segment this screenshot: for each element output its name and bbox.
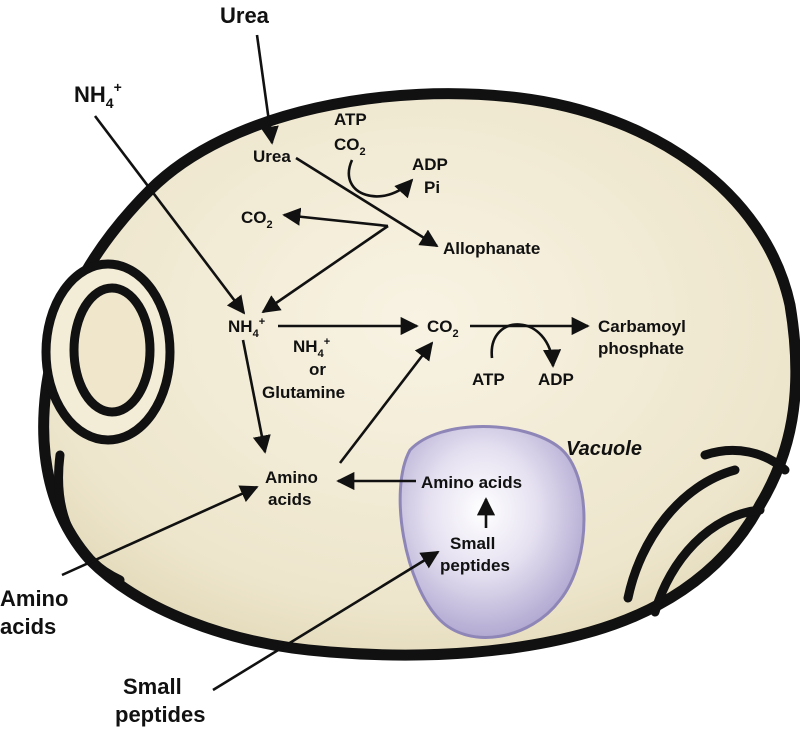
arrow-amino-acids-uptake [61, 485, 259, 577]
amino-acids-external-label: Amino acids [0, 586, 75, 639]
bud-scar-left [41, 259, 175, 585]
vacuole-label: Vacuole [566, 438, 642, 460]
or-label: or [309, 360, 326, 379]
arrow-amino-acids-to-co2 [338, 341, 434, 464]
urea-external-label: Urea [220, 3, 270, 28]
co2-center-label: CO2 [427, 317, 459, 340]
adp-bottom-label: ADP [538, 370, 574, 389]
arrow-nh4-uptake [93, 115, 246, 315]
vacuole [398, 425, 586, 639]
cell-body [38, 88, 800, 661]
nh4-internal-label: NH4+ [228, 316, 265, 340]
vacuole-small-peptides-label: Small peptides [440, 534, 510, 575]
arrow-nh4-to-amino-acids [241, 339, 271, 454]
co2-top-label: CO2 [334, 135, 366, 158]
allophanate-label: Allophanate [443, 239, 540, 258]
amino-acids-internal-label: Amino acids [265, 468, 323, 509]
carbamoyl-phosphate-label: Carbamoyl phosphate [598, 317, 691, 358]
arrow-urea-to-allophanate [295, 156, 439, 248]
arrow-atp-adp-top [347, 159, 414, 199]
arrow-allophanate-to-co2 [282, 207, 389, 228]
nh4-external-label: NH4+ [74, 79, 122, 111]
urea-internal-label: Urea [253, 147, 291, 166]
nh4-or-label: NH4+ [293, 336, 330, 360]
bud-scar-right [623, 445, 790, 617]
atp-bottom-label: ATP [472, 370, 505, 389]
atp-top-label: ATP [334, 110, 367, 129]
arrow-atp-adp-bottom [490, 323, 562, 368]
vacuole-amino-acids-label: Amino acids [421, 473, 522, 492]
arrow-peptides-uptake [212, 550, 440, 692]
arrow-allophanate-to-nh4 [261, 224, 389, 314]
glutamine-label: Glutamine [262, 383, 345, 402]
arrow-urea-uptake [255, 34, 279, 145]
co2-left-label: CO2 [241, 208, 273, 231]
adp-top-label: ADP [412, 155, 448, 174]
pi-label: Pi [424, 178, 440, 197]
small-peptides-external-label: Small peptides [115, 674, 205, 727]
